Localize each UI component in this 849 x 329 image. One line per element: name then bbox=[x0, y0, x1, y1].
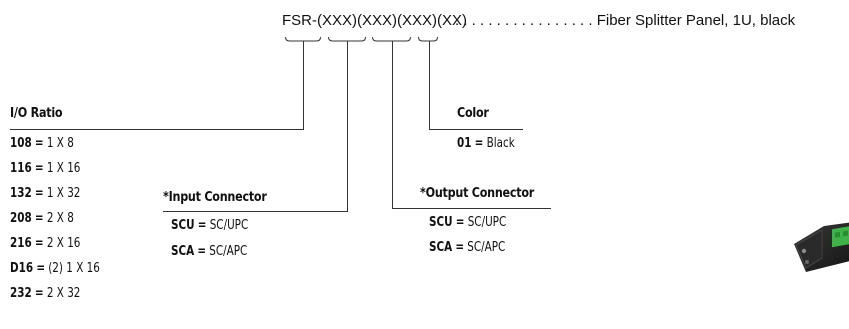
equals-sign: = bbox=[34, 286, 44, 301]
product-description: Fiber Splitter Panel, 1U, black bbox=[596, 12, 796, 29]
option-code: 132 bbox=[10, 186, 32, 201]
option-value: SC/UPC bbox=[209, 218, 249, 233]
option-value: SC/APC bbox=[467, 240, 506, 255]
input-connector-option: SCA=SC/APC bbox=[171, 244, 247, 259]
option-value: 2 X 16 bbox=[46, 236, 81, 251]
equals-sign: = bbox=[197, 218, 207, 233]
option-code: SCA bbox=[171, 244, 195, 259]
equals-sign: = bbox=[34, 136, 44, 151]
equals-sign: = bbox=[455, 240, 465, 255]
leader-color bbox=[429, 41, 523, 130]
part-number-description: . . . . . . . . . . . . . . . . . Fiber … bbox=[455, 12, 795, 29]
option-code: 116 bbox=[10, 161, 32, 176]
output-connector-title: *Output Connector bbox=[420, 186, 535, 201]
input-connector-option: SCU=SC/UPC bbox=[171, 218, 248, 233]
option-value: Black bbox=[486, 136, 515, 151]
equals-sign: = bbox=[34, 236, 44, 251]
option-value: 2 X 8 bbox=[46, 211, 74, 226]
option-code: 208 bbox=[10, 211, 32, 226]
option-code: 216 bbox=[10, 236, 32, 251]
option-value: 2 X 32 bbox=[46, 286, 81, 301]
option-code: 01 bbox=[457, 136, 472, 151]
option-value: SC/UPC bbox=[467, 215, 507, 230]
option-value: 1 X 32 bbox=[46, 186, 81, 201]
option-code: D16 bbox=[10, 261, 34, 276]
option-value: 1 X 8 bbox=[46, 136, 74, 151]
io-ratio-option: 116=1 X 16 bbox=[10, 161, 80, 176]
equals-sign: = bbox=[34, 186, 44, 201]
equals-sign: = bbox=[455, 215, 465, 230]
option-value: 1 X 16 bbox=[46, 161, 81, 176]
equals-sign: = bbox=[474, 136, 484, 151]
option-code: 108 bbox=[10, 136, 32, 151]
io-ratio-option: D16=(2) 1 X 16 bbox=[10, 261, 100, 276]
equals-sign: = bbox=[34, 161, 44, 176]
leader-io-ratio bbox=[10, 41, 304, 130]
output-connector-option: SCU=SC/UPC bbox=[429, 215, 506, 230]
bracket-io-ratio bbox=[285, 36, 321, 42]
equals-sign: = bbox=[34, 211, 44, 226]
bracket-color bbox=[418, 36, 438, 42]
equals-sign: = bbox=[197, 244, 207, 259]
option-code: 232 bbox=[10, 286, 32, 301]
input-connector-title: *Input Connector bbox=[163, 190, 267, 205]
io-ratio-option: 132=1 X 32 bbox=[10, 186, 80, 201]
option-code: SCU bbox=[171, 218, 195, 233]
color-option: 01=Black bbox=[457, 136, 515, 151]
bracket-output-connector bbox=[372, 36, 411, 42]
io-ratio-option: 108=1 X 8 bbox=[10, 136, 74, 151]
dot-leader: . . . . . . . . . . . . . . . . . bbox=[455, 12, 593, 29]
option-value: SC/APC bbox=[209, 244, 248, 259]
io-ratio-option: 216=2 X 16 bbox=[10, 236, 80, 251]
io-ratio-title: I/O Ratio bbox=[10, 106, 63, 121]
splitter-panel-photo-icon bbox=[794, 222, 849, 272]
option-value: (2) 1 X 16 bbox=[48, 261, 100, 276]
option-code: SCA bbox=[429, 240, 453, 255]
io-ratio-option: 208=2 X 8 bbox=[10, 211, 74, 226]
output-connector-option: SCA=SC/APC bbox=[429, 240, 505, 255]
bracket-input-connector bbox=[328, 36, 366, 42]
io-ratio-option: 232=2 X 32 bbox=[10, 286, 80, 301]
color-title: Color bbox=[457, 106, 489, 121]
leader-input-connector bbox=[163, 41, 348, 212]
leader-output-connector bbox=[392, 41, 551, 209]
part-number-code: FSR-(XXX)(XXX)(XXX)(XX) bbox=[282, 12, 468, 29]
equals-sign: = bbox=[36, 261, 46, 276]
option-code: SCU bbox=[429, 215, 453, 230]
